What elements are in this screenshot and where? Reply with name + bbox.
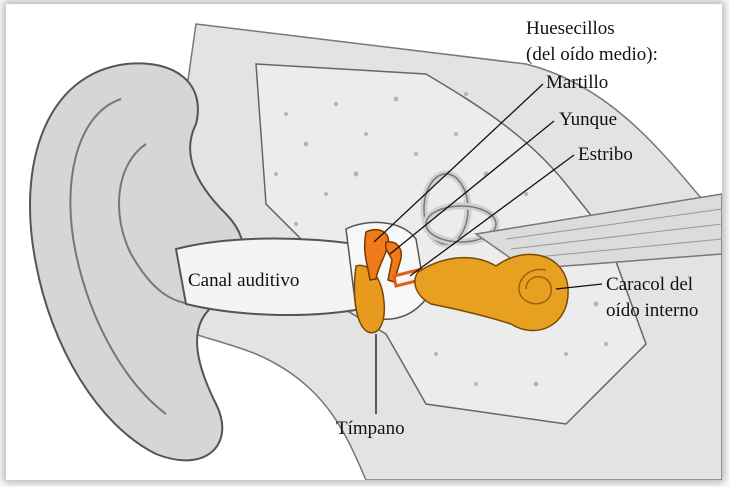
ossicles-title-line2: (del oído medio): bbox=[526, 44, 658, 65]
label-malleus: Martillo bbox=[546, 72, 608, 93]
label-ear-canal: Canal auditivo bbox=[188, 270, 299, 291]
ossicles-title-line1: Huesecillos bbox=[526, 18, 615, 39]
label-incus: Yunque bbox=[559, 109, 617, 130]
label-cochlea-line1: Caracol del bbox=[606, 274, 693, 295]
diagram-frame: Huesecillos (del oído medio): Martillo Y… bbox=[6, 4, 722, 480]
label-stapes: Estribo bbox=[578, 144, 633, 165]
ear-anatomy-diagram: Huesecillos (del oído medio): Martillo Y… bbox=[6, 4, 722, 480]
label-eardrum: Tímpano bbox=[336, 418, 405, 439]
label-cochlea-line2: oído interno bbox=[606, 300, 698, 321]
